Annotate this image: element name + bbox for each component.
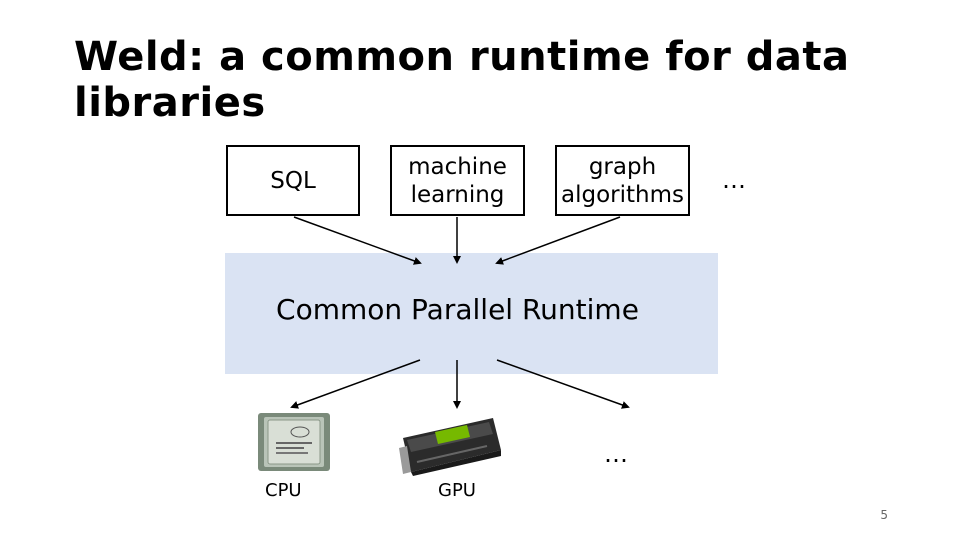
slide-title: Weld: a common runtime for data librarie… bbox=[74, 34, 850, 126]
library-label-machine-learning: machine learning bbox=[408, 153, 507, 208]
more-hardware-ellipsis: … bbox=[604, 440, 628, 468]
slide-page-number: 5 bbox=[880, 508, 888, 522]
library-label-graph-algorithms: graph algorithms bbox=[561, 153, 684, 208]
hardware-label-gpu: GPU bbox=[438, 480, 476, 501]
arrow-runtime-to-cpu bbox=[290, 359, 421, 409]
more-libraries-ellipsis: … bbox=[722, 166, 746, 194]
arrow-runtime-to-other bbox=[496, 359, 630, 409]
runtime-label: Common Parallel Runtime bbox=[276, 293, 639, 326]
runtime-block: Common Parallel Runtime bbox=[225, 253, 718, 374]
arrow-sql-to-runtime bbox=[293, 216, 422, 265]
gpu-card-icon bbox=[399, 418, 501, 476]
library-label-sql: SQL bbox=[270, 167, 316, 194]
hardware-label-cpu: CPU bbox=[265, 480, 302, 501]
cpu-chip-icon bbox=[258, 413, 330, 471]
library-box-sql: SQL bbox=[226, 145, 360, 216]
library-box-graph-algorithms: graph algorithms bbox=[555, 145, 690, 216]
library-box-machine-learning: machine learning bbox=[390, 145, 525, 216]
arrow-graph-to-runtime bbox=[495, 216, 621, 265]
